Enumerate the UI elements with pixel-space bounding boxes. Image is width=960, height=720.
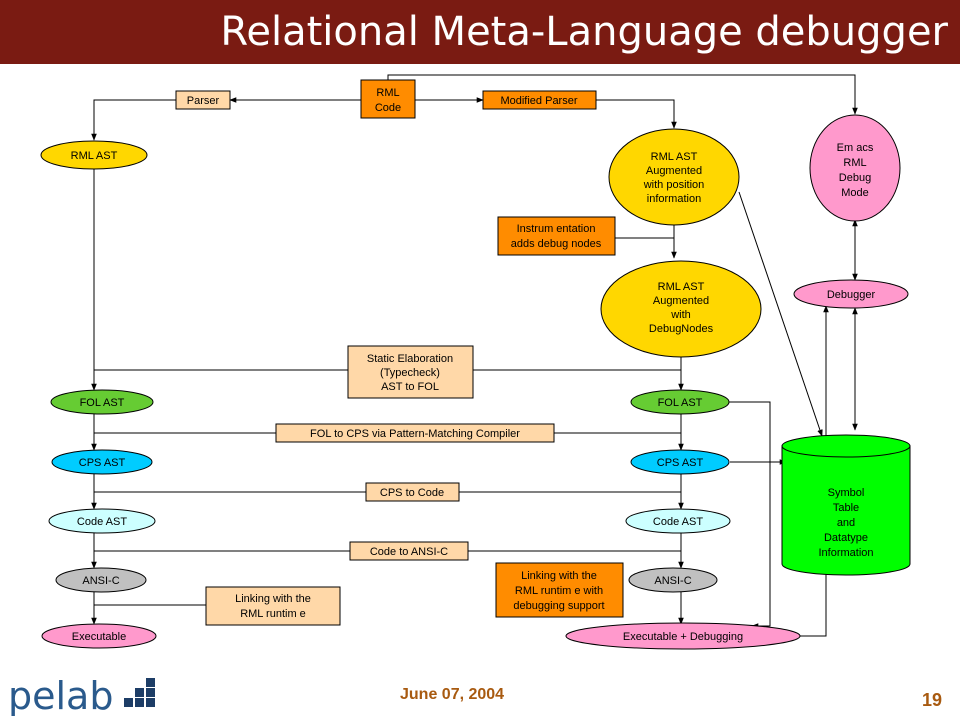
emacs-mode-line-3: Debug xyxy=(839,172,871,184)
fol-to-cps-box: FOL to CPS via Pattern-Matching Compiler xyxy=(275,423,555,443)
debugger-label: Debugger xyxy=(827,289,876,301)
modified-parser-label: Modified Parser xyxy=(500,95,577,107)
rml-code-line-1: RML xyxy=(376,87,399,99)
ansi-c-right-ellipse: ANSI-C xyxy=(628,567,718,593)
executable-ellipse: Executable xyxy=(41,623,157,649)
linking-left-line-1: Linking with the xyxy=(235,593,311,605)
cps-ast-left-label: CPS AST xyxy=(79,457,126,469)
cps-to-code-box: CPS to Code xyxy=(365,482,460,502)
title-bar: Relational Meta-Language debugger xyxy=(0,0,960,64)
ansi-c-left-label: ANSI-C xyxy=(82,575,119,587)
emacs-mode-ellipse: Em acs RML Debug Mode xyxy=(809,114,901,222)
connectors xyxy=(91,74,858,637)
rml-ast-position-line-2: Augmented xyxy=(646,165,702,177)
code-ast-right-ellipse: Code AST xyxy=(625,508,731,534)
symbol-table-line-4: Datatype xyxy=(824,532,868,544)
static-elaboration-box: Static Elaboration (Typecheck) AST to FO… xyxy=(347,345,474,399)
rml-ast-position-line-1: RML AST xyxy=(651,151,698,163)
static-elaboration-line-3: AST to FOL xyxy=(381,381,439,393)
rml-ast-debugnodes-line-1: RML AST xyxy=(658,281,705,293)
symbol-table-line-3: and xyxy=(837,517,855,529)
cps-to-code-label: CPS to Code xyxy=(380,487,444,499)
rml-code-box: RML Code xyxy=(360,79,416,119)
cps-ast-right-label: CPS AST xyxy=(657,457,704,469)
pelab-logo-text: pelab xyxy=(8,676,113,716)
rml-ast-ellipse: RML AST xyxy=(40,140,148,170)
augmented-to-symbol-table xyxy=(738,191,823,437)
symbol-table-cylinder: Symbol Table and Datatype Information xyxy=(781,434,911,576)
static-elaboration-line-1: Static Elaboration xyxy=(367,353,453,365)
instrumentation-line-1: Instrum entation xyxy=(517,223,596,235)
parser-label: Parser xyxy=(187,95,220,107)
rml-ast-position-line-4: information xyxy=(647,193,701,205)
executable-debugging-label: Executable + Debugging xyxy=(623,631,743,643)
code-to-ansi-box: Code to ANSI-C xyxy=(349,541,469,561)
emacs-mode-line-1: Em acs xyxy=(837,142,874,154)
code-ast-left-ellipse: Code AST xyxy=(48,508,156,534)
symbol-table-line-5: Information xyxy=(818,547,873,559)
symbol-table-line-2: Table xyxy=(833,502,859,514)
instrumentation-line-2: adds debug nodes xyxy=(511,238,602,250)
linking-left-line-2: RML runtim e xyxy=(240,608,306,620)
linking-right-box: Linking with the RML runtim e with debug… xyxy=(495,562,624,618)
fol-to-symbol-table xyxy=(728,401,771,629)
rml-code-line-2: Code xyxy=(375,102,401,114)
rml-ast-position-ellipse: RML AST Augmented with position informat… xyxy=(608,128,740,226)
logo-blocks-icon xyxy=(124,678,155,707)
parser-box: Parser xyxy=(175,90,231,110)
ansi-c-left-ellipse: ANSI-C xyxy=(55,567,147,593)
symbol-table-line-1: Symbol xyxy=(828,487,865,499)
modified-parser-box: Modified Parser xyxy=(482,90,597,110)
rml-ast-debugnodes-line-4: DebugNodes xyxy=(649,323,714,335)
emacs-mode-line-4: Mode xyxy=(841,187,869,199)
pelab-logo: pelab xyxy=(8,676,155,716)
fol-ast-right-ellipse: FOL AST xyxy=(630,389,730,415)
debugger-ellipse: Debugger xyxy=(793,279,909,309)
emacs-mode-line-2: RML xyxy=(843,157,866,169)
rml-ast-label: RML AST xyxy=(71,150,118,162)
linking-left-box: Linking with the RML runtim e xyxy=(205,586,341,626)
linking-right-line-2: RML runtim e with xyxy=(515,585,603,597)
executable-label: Executable xyxy=(72,631,126,643)
exe-debugging-to-debugger xyxy=(800,305,829,637)
static-elaboration-line-2: (Typecheck) xyxy=(380,367,440,379)
page-number: 19 xyxy=(921,690,942,710)
rml-ast-debugnodes-line-3: with xyxy=(670,309,691,321)
footer-date: June 07, 2004 xyxy=(400,686,505,703)
fol-ast-left-ellipse: FOL AST xyxy=(50,389,154,415)
parser-to-rml-ast xyxy=(91,99,176,141)
executable-debugging-ellipse: Executable + Debugging xyxy=(565,622,801,650)
fol-ast-left-label: FOL AST xyxy=(80,397,125,409)
linking-right-line-3: debugging support xyxy=(513,600,604,612)
fol-ast-right-label: FOL AST xyxy=(658,397,703,409)
ansi-c-right-label: ANSI-C xyxy=(654,575,691,587)
code-ast-left-label: Code AST xyxy=(77,516,127,528)
rml-ast-debugnodes-ellipse: RML AST Augmented with DebugNodes xyxy=(600,260,762,358)
slide-title: Relational Meta-Language debugger xyxy=(220,9,948,55)
rml-ast-position-line-3: with position xyxy=(643,179,705,191)
code-ast-right-label: Code AST xyxy=(653,516,703,528)
linking-right-line-1: Linking with the xyxy=(521,570,597,582)
code-to-ansi-label: Code to ANSI-C xyxy=(370,546,448,558)
instrumentation-box: Instrum entation adds debug nodes xyxy=(497,216,616,256)
cps-ast-right-ellipse: CPS AST xyxy=(630,449,730,475)
cps-ast-left-ellipse: CPS AST xyxy=(51,449,153,475)
modified-parser-to-augmented xyxy=(596,99,677,129)
rml-ast-debugnodes-line-2: Augmented xyxy=(653,295,709,307)
code-to-emacs xyxy=(387,74,858,115)
fol-to-cps-label: FOL to CPS via Pattern-Matching Compiler xyxy=(310,428,520,440)
